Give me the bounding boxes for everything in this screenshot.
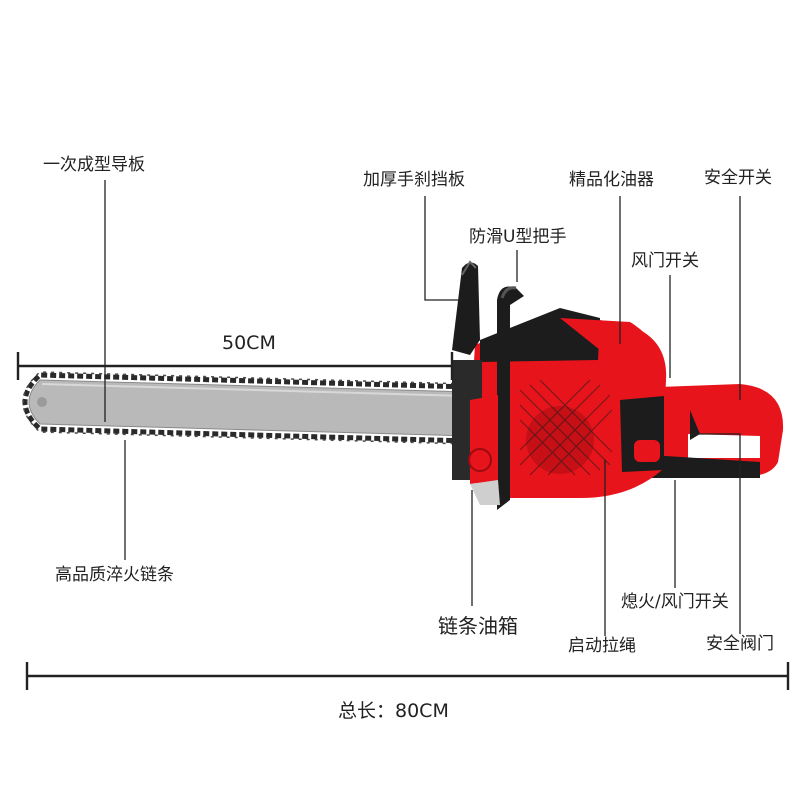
label-choke-switch: 风门开关 (631, 251, 699, 271)
label-kill-choke-switch: 熄火/风门开关 (621, 592, 729, 612)
label-chain-oil-tank: 链条油箱 (438, 614, 518, 638)
label-chain: 高品质淬火链条 (55, 565, 174, 585)
clutch-cover (452, 360, 500, 505)
label-guide-bar: 一次成型导板 (43, 155, 145, 175)
label-hand-guard: 加厚手刹挡板 (363, 170, 465, 190)
label-safety-valve: 安全阀门 (706, 634, 774, 654)
label-safety-switch: 安全开关 (704, 168, 772, 188)
callout-lines (104, 180, 741, 636)
u-handle (497, 286, 524, 510)
label-starter-rope: 启动拉绳 (568, 636, 636, 656)
label-u-handle: 防滑U型把手 (469, 227, 567, 247)
hand-guard (452, 260, 480, 355)
saw-chain (22, 371, 471, 445)
guide-bar (28, 379, 471, 437)
bar-length-label: 50CM (222, 332, 276, 354)
label-carburetor: 精品化油器 (569, 170, 654, 190)
engine-body (468, 308, 667, 498)
rear-handle (630, 384, 784, 478)
total-length-label: 总长：80CM (338, 700, 449, 722)
dimension-lines (16, 352, 790, 690)
